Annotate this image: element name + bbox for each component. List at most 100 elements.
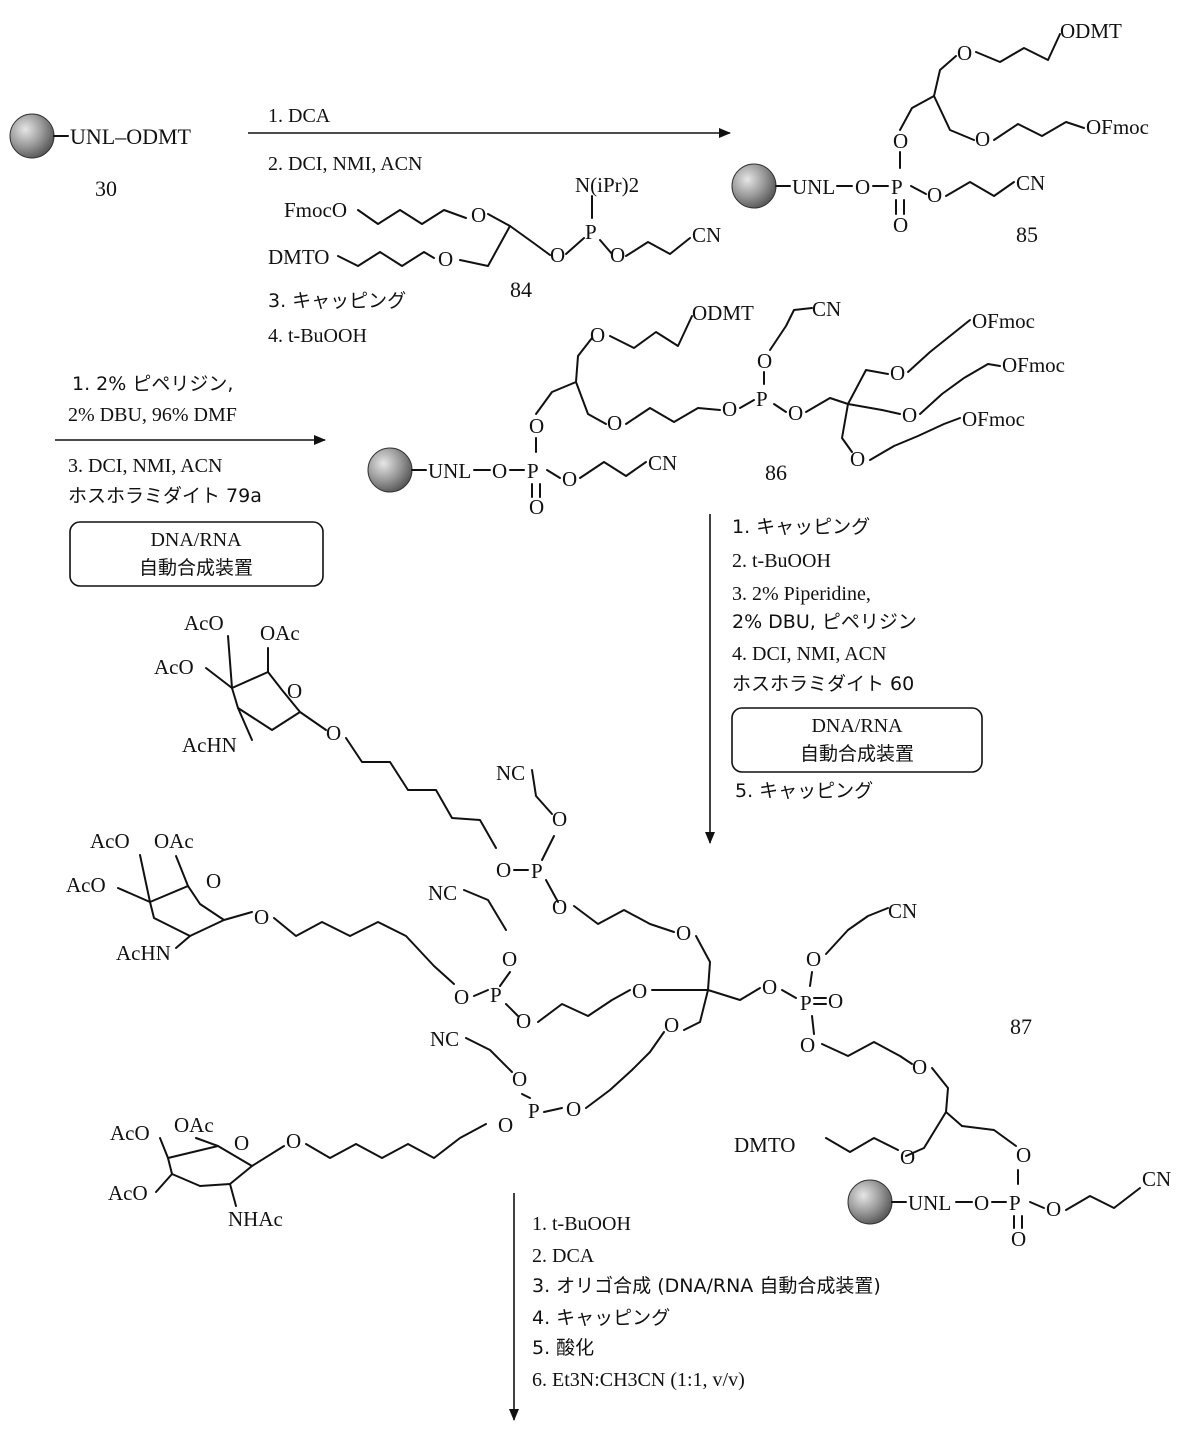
compound-85: UNL O P O O O CN O ODMT O OFmoc 85 [732,19,1149,247]
svg-text:NC: NC [428,881,457,905]
svg-text:O: O [529,495,544,519]
svg-text:O: O [664,1013,679,1037]
svg-text:O: O [927,183,942,207]
svg-text:ホスホラミダイト 79a: ホスホラミダイト 79a [68,485,262,507]
phosphate-center: P O O CN O O O DMTO O [734,899,1031,1169]
svg-text:3. 2% Piperidine,: 3. 2% Piperidine, [732,583,871,605]
svg-text:AcHN: AcHN [182,733,237,757]
svg-text:4. キャッピング: 4. キャッピング [532,1307,670,1329]
svg-text:O: O [498,1113,513,1137]
unl-odmt-label: UNL–ODMT [70,124,192,149]
svg-text:O: O [516,1009,531,1033]
svg-text:3. オリゴ合成 (DNA/RNA 自動合成装置): 3. オリゴ合成 (DNA/RNA 自動合成装置) [532,1275,881,1297]
svg-text:O: O [566,1097,581,1121]
step1-condition: 1. DCA [268,105,331,127]
svg-text:2% DBU, ピペリジン: 2% DBU, ピペリジン [732,611,917,633]
phosphite-middle: NC O P O O [428,881,647,1033]
svg-text:P: P [585,220,597,244]
svg-text:O: O [1046,1197,1061,1221]
svg-text:1. 2% ピペリジン,: 1. 2% ピペリジン, [72,373,233,395]
svg-text:N(iPr)2: N(iPr)2 [575,173,639,197]
svg-text:O: O [762,975,777,999]
phosphite-lower: NC O P O O [430,1013,679,1123]
svg-text:3. DCI, NMI, ACN: 3. DCI, NMI, ACN [68,455,222,477]
compound-number-87: 87 [1010,1014,1032,1039]
svg-text:O: O [512,1067,527,1091]
svg-text:O: O [828,989,843,1013]
resin-support-87: UNL O P O O CN [848,1167,1171,1251]
svg-text:NHAc: NHAc [228,1207,283,1231]
svg-text:DMTO: DMTO [734,1133,795,1157]
svg-text:P: P [891,175,903,199]
step1-condition: 3. キャッピング [268,290,406,312]
svg-text:O: O [890,361,905,385]
svg-text:O: O [254,905,269,929]
svg-text:P: P [490,983,502,1007]
svg-text:6. Et3N:CH3CN (1:1, v/v): 6. Et3N:CH3CN (1:1, v/v) [532,1369,745,1391]
svg-text:AcO: AcO [90,829,130,853]
resin-bead-icon [368,448,412,492]
svg-text:O: O [974,1191,989,1215]
svg-text:OFmoc: OFmoc [972,309,1035,333]
svg-text:P: P [527,459,539,483]
svg-text:1. t-BuOOH: 1. t-BuOOH [532,1213,631,1235]
svg-text:P: P [531,859,543,883]
resin-bead-icon [10,114,54,158]
svg-text:O: O [806,947,821,971]
svg-text:O: O [912,1055,927,1079]
compound-30: UNL–ODMT 30 [10,114,192,201]
svg-text:P: P [756,387,768,411]
svg-text:OFmoc: OFmoc [1002,353,1065,377]
step-4: 1. t-BuOOH 2. DCA 3. オリゴ合成 (DNA/RNA 自動合成… [514,1193,881,1420]
svg-text:O: O [788,401,803,425]
svg-text:O: O [1016,1143,1031,1167]
svg-text:O: O [454,985,469,1009]
svg-text:O: O [850,447,865,471]
svg-text:1. キャッピング: 1. キャッピング [732,516,870,538]
svg-text:AcO: AcO [110,1121,150,1145]
compound-86: UNL O P O O O CN O ODMT O O P O CN O O O… [368,297,1065,519]
svg-text:OAc: OAc [174,1113,214,1137]
svg-text:UNL: UNL [792,175,835,199]
svg-text:O: O [562,467,577,491]
svg-text:自動合成装置: 自動合成装置 [139,557,253,579]
svg-text:O: O [590,323,605,347]
svg-text:O: O [234,1131,249,1155]
compound-87: AcO OAc AcO AcHN O O O AcO OAc AcO AcHN … [66,611,1171,1251]
svg-text:ODMT: ODMT [1060,19,1122,43]
compound-number-86: 86 [765,460,787,485]
svg-text:O: O [552,807,567,831]
svg-text:AcO: AcO [66,873,106,897]
svg-text:2. DCA: 2. DCA [532,1245,595,1267]
svg-text:FmocO: FmocO [284,198,347,222]
svg-text:CN: CN [888,899,917,923]
galnac-sugar-3: AcO OAc AcO NHAc O O O [108,1113,513,1231]
svg-text:O: O [632,979,647,1003]
svg-text:P: P [528,1099,540,1123]
svg-text:O: O [496,858,511,882]
svg-text:O: O [607,411,622,435]
svg-text:DNA/RNA: DNA/RNA [150,529,242,551]
step1-condition: 2. DCI, NMI, ACN [268,153,422,175]
svg-text:O: O [957,41,972,65]
svg-text:CN: CN [1016,171,1045,195]
svg-text:O: O [471,203,486,227]
svg-text:O: O [900,1145,915,1169]
svg-text:O: O [286,1129,301,1153]
compound-84: FmocO DMTO O O O P O N(iPr)2 CN 84 [268,173,721,302]
svg-text:P: P [800,991,812,1015]
svg-text:O: O [722,397,737,421]
svg-text:自動合成装置: 自動合成装置 [800,743,914,765]
svg-text:NC: NC [430,1027,459,1051]
compound-number-84: 84 [510,277,532,302]
step-2: 1. 2% ピペリジン, 2% DBU, 96% DMF 3. DCI, NMI… [55,373,325,586]
svg-text:CN: CN [812,297,841,321]
svg-text:DMTO: DMTO [268,245,329,269]
svg-text:UNL: UNL [428,459,471,483]
svg-text:DNA/RNA: DNA/RNA [811,715,903,737]
svg-text:O: O [502,947,517,971]
step-3: 1. キャッピング 2. t-BuOOH 3. 2% Piperidine, 2… [710,514,982,843]
svg-text:O: O [529,414,544,438]
svg-text:O: O [975,127,990,151]
